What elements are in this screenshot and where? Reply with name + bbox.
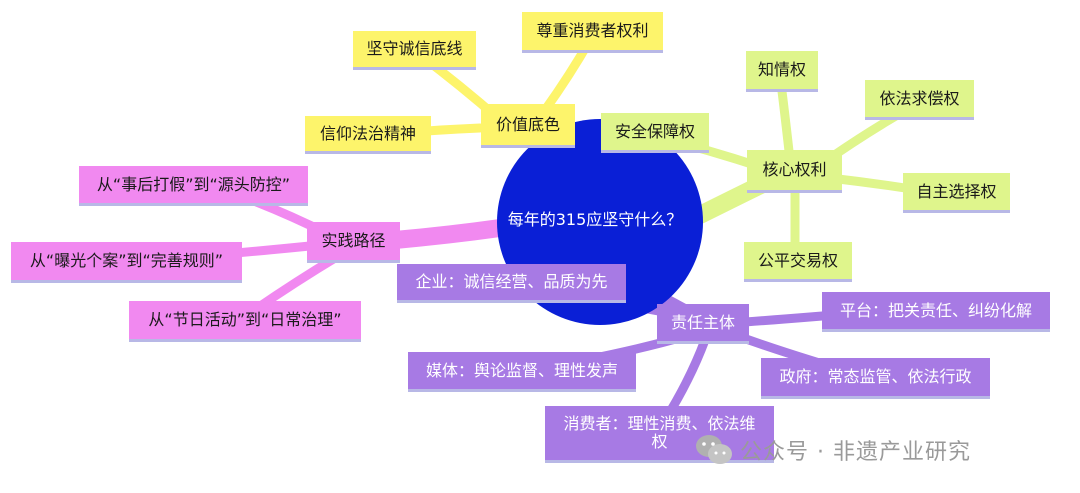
responsibility-child-consumer[interactable]: 消费者：理性消费、依法维 权 (545, 406, 774, 463)
rights-child-fair-trade[interactable]: 公平交易权 (744, 242, 852, 282)
branch-responsibility-node[interactable]: 责任主体 (657, 304, 749, 344)
value-child-consumer-rights[interactable]: 尊重消费者权利 (522, 12, 663, 53)
rights-child-compensation[interactable]: 依法求偿权 (865, 80, 974, 120)
value-child-integrity[interactable]: 坚守诚信底线 (353, 31, 476, 70)
responsibility-child-consumer-line2: 权 (651, 432, 668, 451)
practice-child-daily-governance[interactable]: 从“节日活动”到“日常治理” (129, 301, 361, 342)
rights-child-choice[interactable]: 自主选择权 (903, 173, 1010, 213)
branch-rights-node[interactable]: 核心权利 (747, 150, 842, 193)
center-node-label: 每年的315应坚守什么？ (507, 210, 683, 229)
responsibility-child-consumer-line1: 消费者：理性消费、依法维 (563, 414, 756, 433)
wechat-icon (696, 435, 732, 464)
responsibility-child-enterprise[interactable]: 企业：诚信经营、品质为先 (397, 264, 626, 303)
value-child-rule-of-law[interactable]: 信仰法治精神 (305, 116, 431, 154)
branch-value-node[interactable]: 价值底色 (481, 104, 575, 148)
practice-child-source-control[interactable]: 从“事后打假”到“源头防控” (79, 166, 308, 206)
rights-child-safety[interactable]: 安全保障权 (601, 113, 709, 153)
rights-child-information[interactable]: 知情权 (746, 51, 818, 92)
responsibility-child-media[interactable]: 媒体：舆论监督、理性发声 (408, 352, 636, 392)
watermark: 公众号 · 非遗产业研究 (694, 432, 971, 468)
responsibility-child-government[interactable]: 政府：常态监管、依法行政 (761, 358, 990, 399)
practice-child-improve-rules[interactable]: 从“曝光个案”到“完善规则” (11, 242, 242, 283)
responsibility-child-platform[interactable]: 平台：把关责任、纠纷化解 (822, 292, 1050, 332)
branch-practice-node[interactable]: 实践路径 (307, 222, 400, 263)
watermark-text: 公众号 · 非遗产业研究 (740, 440, 971, 465)
